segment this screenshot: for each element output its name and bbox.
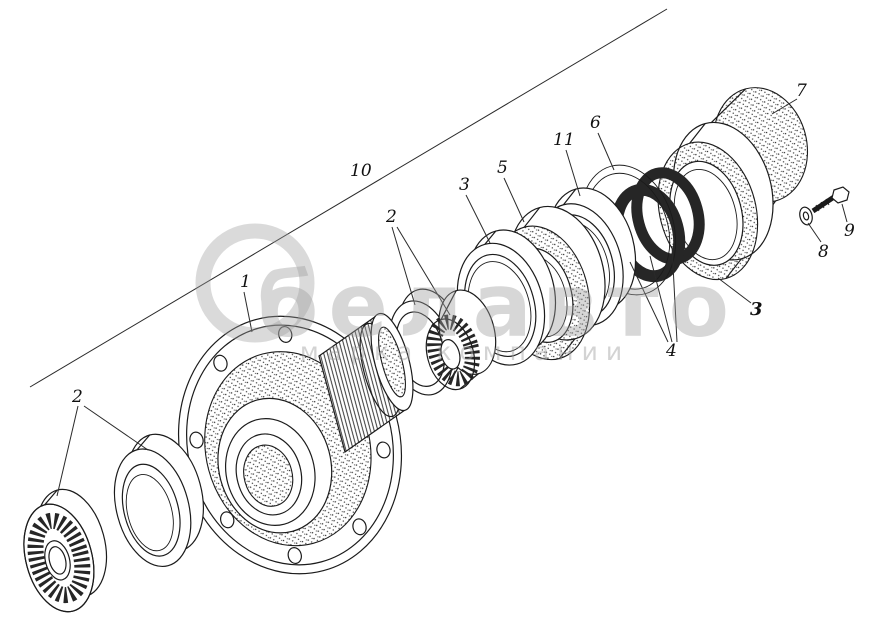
watermark-sub-text: марка компании	[300, 337, 630, 366]
callout-11: 11	[553, 130, 575, 150]
callout-6: 6	[590, 113, 601, 133]
watermark: белавто марка компании	[195, 223, 739, 366]
callout-9: 9	[844, 221, 855, 241]
callout-4: 4	[665, 341, 677, 361]
callout-10: 10	[350, 161, 372, 181]
part-washer	[799, 206, 813, 226]
callout-8: 8	[818, 242, 829, 262]
watermark-ring	[195, 223, 315, 343]
part-hub	[177, 312, 414, 575]
leader-line-10	[29, 8, 668, 388]
hub-barrel	[318, 312, 414, 453]
leader-lines	[56, 98, 848, 497]
part-inner-bearing-cone	[425, 289, 497, 391]
part-bolt	[811, 186, 850, 214]
callout-7: 7	[796, 81, 807, 101]
watermark-main-text: белавто	[257, 254, 739, 357]
callout-3-left: 3	[459, 175, 470, 195]
callout-2-mid: 2	[385, 207, 397, 227]
callout-5: 5	[497, 158, 508, 178]
callout-2-left: 2	[71, 387, 83, 407]
part-outer-bearing-cup	[113, 433, 204, 568]
part-outer-bearing-cone	[23, 488, 108, 613]
callout-3-right: 3	[750, 299, 763, 320]
callout-1: 1	[240, 272, 251, 292]
